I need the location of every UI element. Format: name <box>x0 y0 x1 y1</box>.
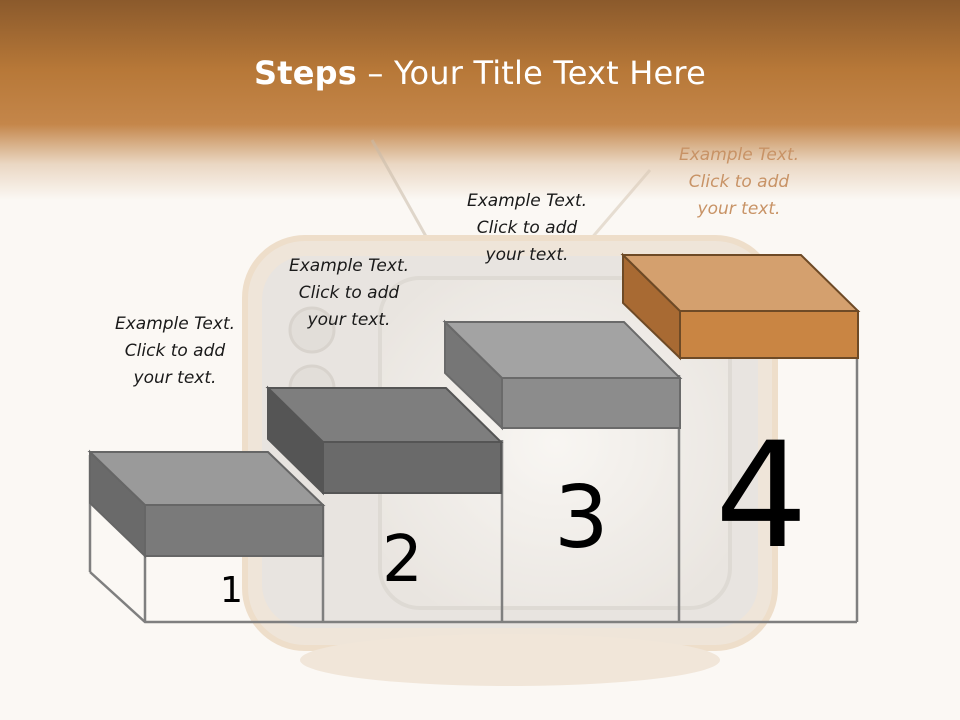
step-4-number: 4 <box>715 411 808 581</box>
step-block-2[interactable] <box>265 385 504 496</box>
step-4-front <box>679 310 859 359</box>
step-3-label-line-3: your text. <box>485 245 569 265</box>
step-1-label-line-3: your text. <box>133 368 217 388</box>
step-1-front <box>144 504 324 557</box>
step-3-label[interactable]: Example Text. Click to add your text. <box>452 188 602 269</box>
title-bold: Steps <box>254 54 358 92</box>
step-block-1[interactable] <box>87 449 326 559</box>
step-2-label[interactable]: Example Text. Click to add your text. <box>274 253 424 334</box>
step-2-label-line-1: Example Text. <box>288 256 410 276</box>
step-2-label-line-2: Click to add <box>298 283 400 303</box>
slide-title[interactable]: Steps – Your Title Text Here <box>0 54 960 92</box>
step-4-label-line-1: Example Text. <box>678 145 800 165</box>
step-1-number: 1 <box>220 570 243 611</box>
step-2-front <box>322 441 502 494</box>
step-3-number: 3 <box>554 468 609 568</box>
header-band <box>0 0 960 200</box>
step-1-label[interactable]: Example Text. Click to add your text. <box>100 311 250 392</box>
step-4-label-line-2: Click to add <box>688 172 790 192</box>
step-block-3[interactable] <box>442 319 683 431</box>
step-1-label-line-1: Example Text. <box>114 314 236 334</box>
step-block-4[interactable] <box>620 252 861 361</box>
step-1-label-line-2: Click to add <box>124 341 226 361</box>
step-3-label-line-2: Click to add <box>476 218 578 238</box>
step-4-label[interactable]: Example Text. Click to add your text. <box>664 142 814 223</box>
step-2-number: 2 <box>382 523 423 597</box>
step-2-label-line-3: your text. <box>307 310 391 330</box>
title-rest: – Your Title Text Here <box>357 54 706 92</box>
step-3-label-line-1: Example Text. <box>466 191 588 211</box>
step-4-label-line-3: your text. <box>697 199 781 219</box>
step-3-front <box>501 377 681 429</box>
